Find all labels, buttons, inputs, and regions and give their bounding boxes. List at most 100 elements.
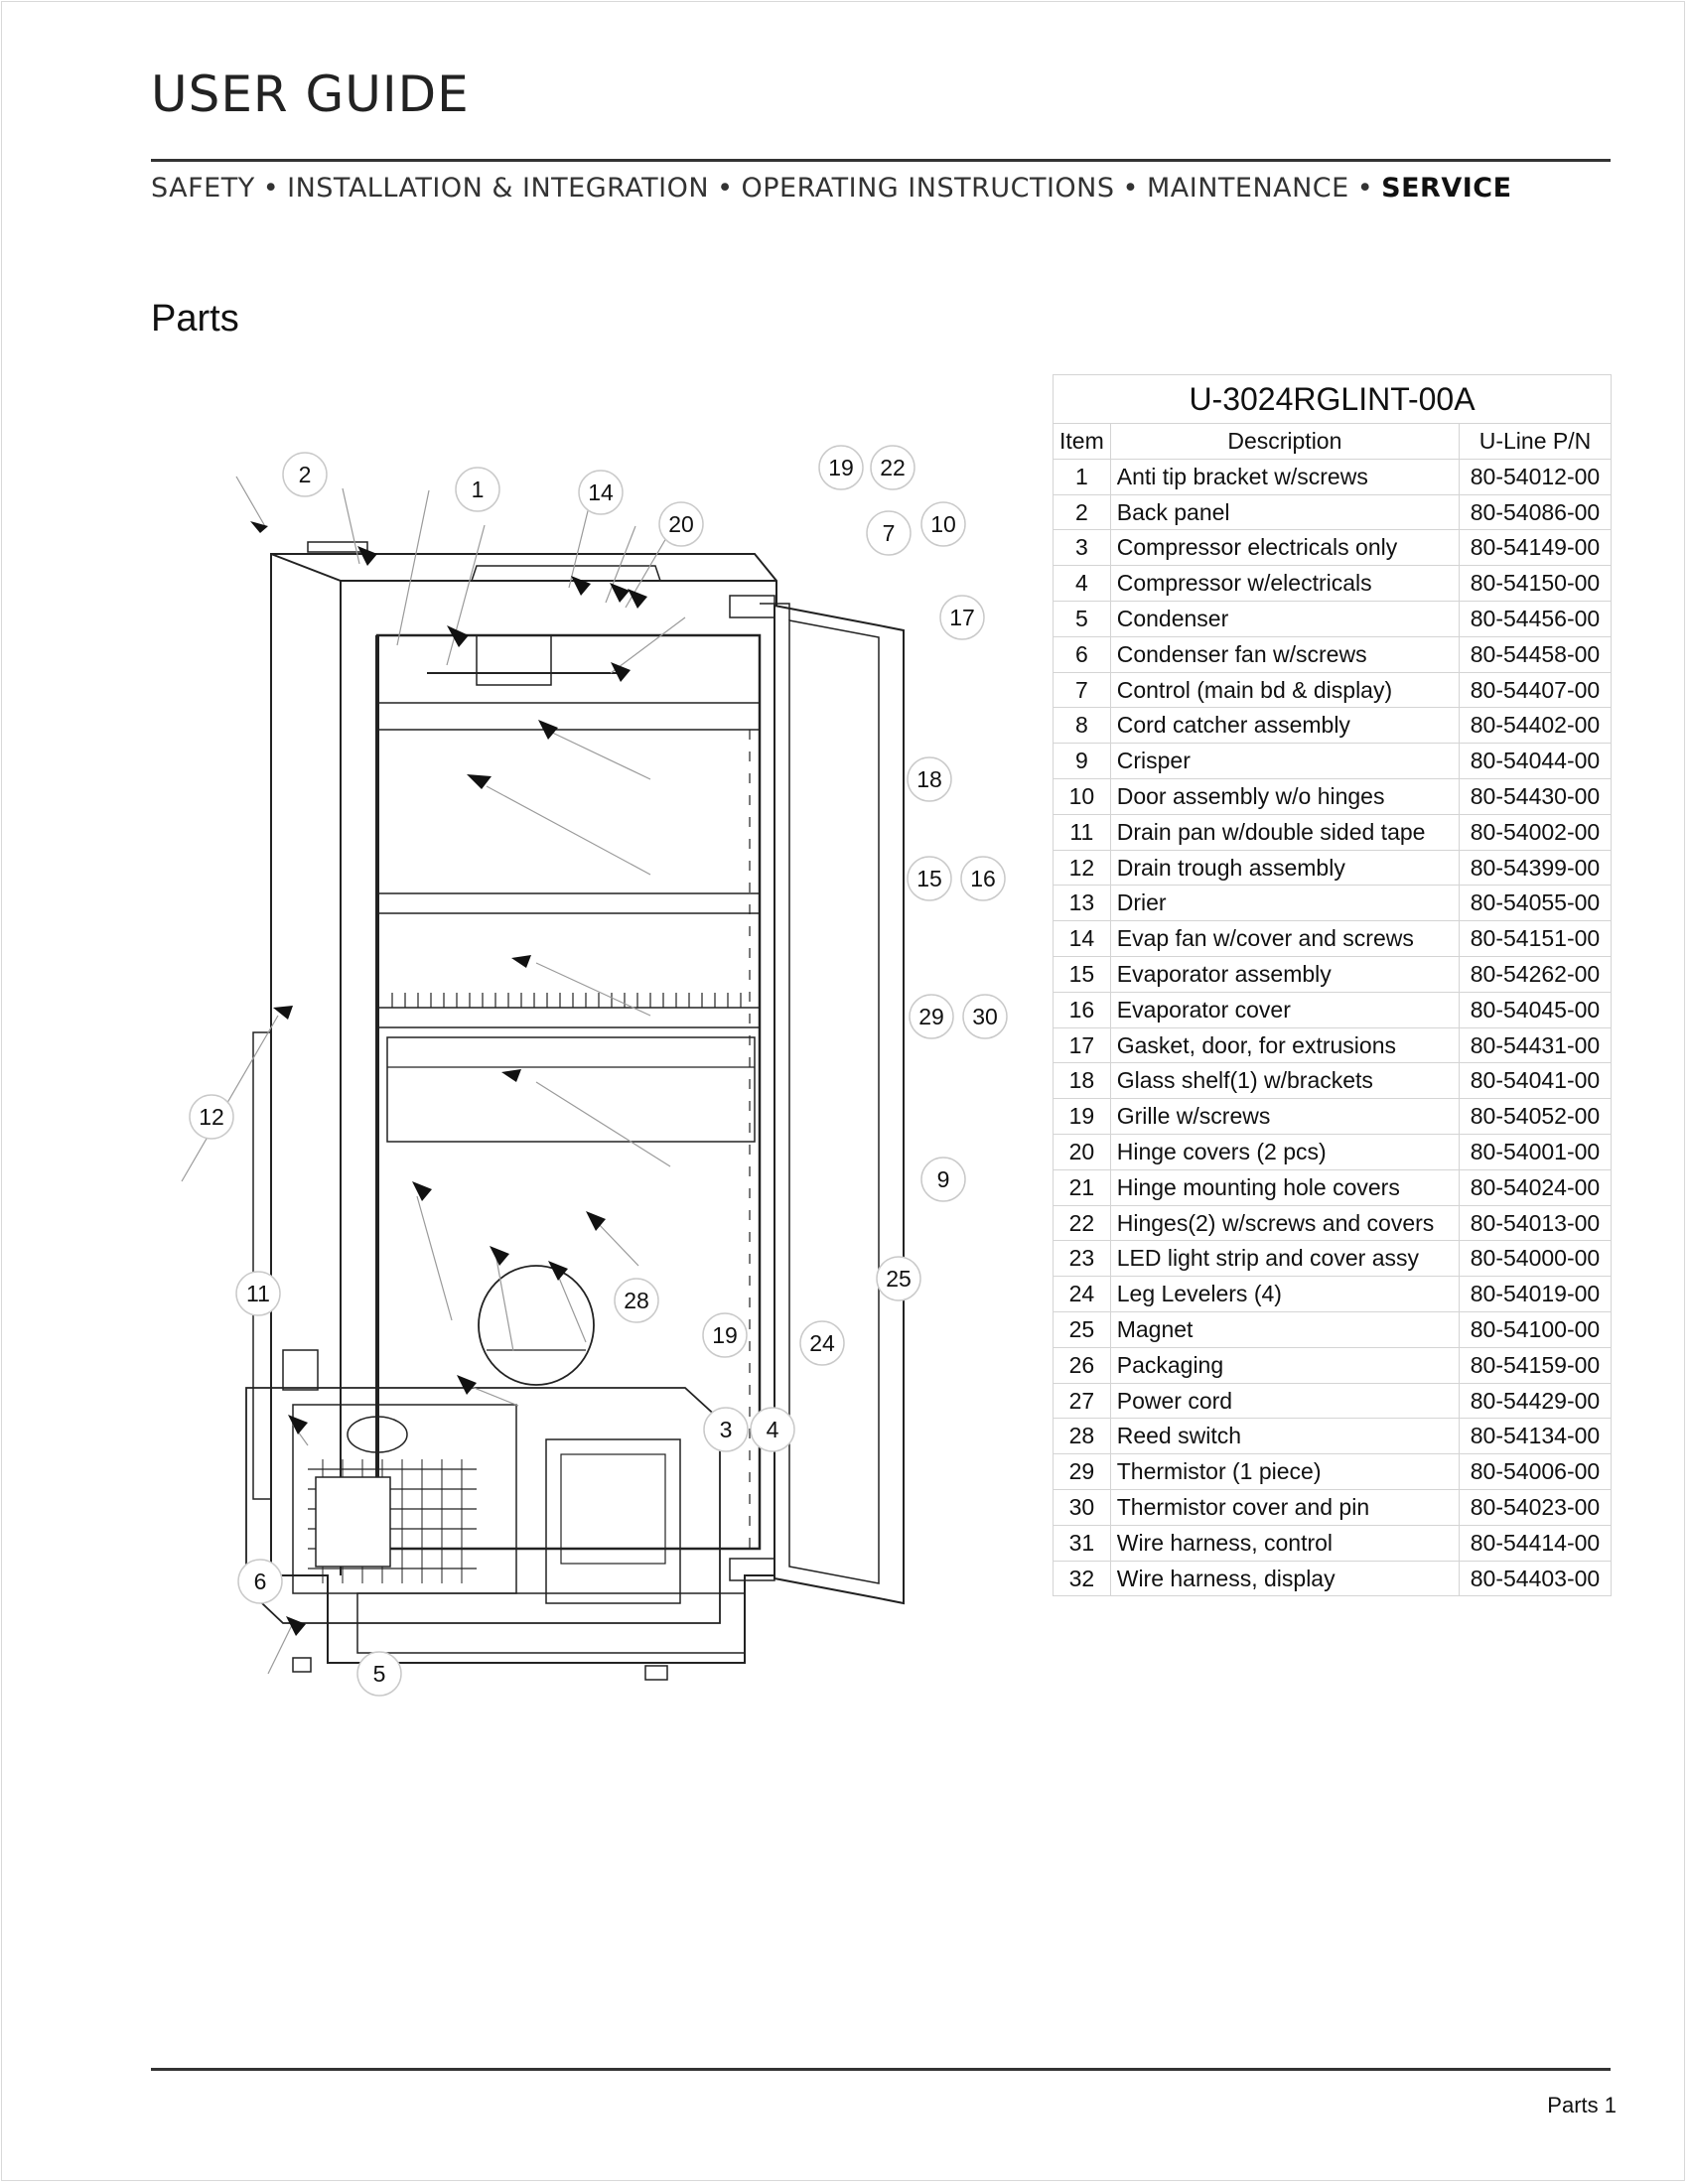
callout-label: 11 [246, 1281, 270, 1306]
callout-label: 10 [930, 511, 956, 537]
row-part-number: 80-54399-00 [1459, 849, 1612, 887]
row-description: Gasket, door, for extrusions [1109, 1026, 1461, 1064]
callout-label: 5 [373, 1661, 386, 1687]
callout-22: 22 [870, 445, 915, 490]
row-description: Power cord [1109, 1382, 1461, 1420]
callout-label: 3 [720, 1417, 733, 1442]
header-pn: U-Line P/N [1459, 423, 1612, 460]
row-item-number: 23 [1053, 1240, 1111, 1278]
row-item-number: 19 [1053, 1098, 1111, 1135]
row-part-number: 80-54134-00 [1459, 1418, 1612, 1455]
row-description: Drain pan w/double sided tape [1109, 813, 1461, 851]
callout-label: 9 [937, 1166, 950, 1192]
row-description: Hinge covers (2 pcs) [1109, 1133, 1461, 1170]
row-part-number: 80-54150-00 [1459, 565, 1612, 602]
row-item-number: 25 [1053, 1310, 1111, 1348]
callout-19: 19 [702, 1312, 748, 1358]
row-item-number: 29 [1053, 1453, 1111, 1490]
row-part-number: 80-54002-00 [1459, 813, 1612, 851]
nav-safety: SAFETY [151, 173, 255, 204]
row-part-number: 80-54151-00 [1459, 920, 1612, 957]
nav-maintenance: MAINTENANCE [1146, 173, 1349, 204]
footer-rule [151, 2068, 1611, 2071]
nav-separator: • [1356, 173, 1374, 204]
callout-label: 28 [624, 1288, 649, 1313]
row-item-number: 16 [1053, 991, 1111, 1028]
row-part-number: 80-54159-00 [1459, 1346, 1612, 1384]
row-description: Control (main bd & display) [1109, 671, 1461, 709]
nav-operating: OPERATING INSTRUCTIONS [741, 173, 1115, 204]
row-item-number: 26 [1053, 1346, 1111, 1384]
row-description: Packaging [1109, 1346, 1461, 1384]
callout-9: 9 [920, 1157, 966, 1202]
row-part-number: 80-54407-00 [1459, 671, 1612, 709]
row-part-number: 80-54001-00 [1459, 1133, 1612, 1170]
row-part-number: 80-54262-00 [1459, 955, 1612, 993]
section-title: Parts [151, 298, 239, 340]
row-part-number: 80-54044-00 [1459, 743, 1612, 779]
callout-label: 16 [970, 866, 996, 891]
row-description: Compressor electricals only [1109, 529, 1461, 567]
refrigerator-drawing [245, 541, 905, 1681]
row-description: Wire harness, control [1109, 1524, 1461, 1562]
row-description: Magnet [1109, 1310, 1461, 1348]
row-description: Thermistor cover and pin [1109, 1488, 1461, 1526]
callout-label: 22 [880, 455, 906, 480]
nav-service: SERVICE [1381, 173, 1512, 204]
row-description: Evap fan w/cover and screws [1109, 920, 1461, 957]
row-item-number: 32 [1053, 1560, 1111, 1597]
callout-4: 4 [750, 1407, 795, 1452]
callout-14: 14 [578, 470, 624, 515]
row-description: Hinges(2) w/screws and covers [1109, 1204, 1461, 1242]
callout-3: 3 [703, 1407, 749, 1452]
callout-label: 30 [972, 1004, 998, 1029]
row-description: Thermistor (1 piece) [1109, 1453, 1461, 1490]
table-header-row: Item Description U-Line P/N [1053, 423, 1612, 460]
callout-28: 28 [614, 1278, 659, 1323]
row-item-number: 10 [1053, 777, 1111, 815]
row-part-number: 80-54006-00 [1459, 1453, 1612, 1490]
callout-label: 19 [828, 455, 854, 480]
row-description: Evaporator cover [1109, 991, 1461, 1028]
row-item-number: 28 [1053, 1418, 1111, 1455]
row-part-number: 80-54414-00 [1459, 1524, 1612, 1562]
model-number: U-3024RGLINT-00A [1053, 374, 1612, 424]
row-item-number: 11 [1053, 813, 1111, 851]
callout-30: 30 [962, 994, 1008, 1039]
callout-15: 15 [907, 856, 952, 901]
callout-5: 5 [356, 1651, 402, 1697]
row-part-number: 80-54013-00 [1459, 1204, 1612, 1242]
callout-11: 11 [235, 1271, 281, 1316]
callout-label: 24 [809, 1330, 835, 1356]
row-part-number: 80-54041-00 [1459, 1062, 1612, 1100]
nav-separator: • [1122, 173, 1139, 204]
callout-label: 19 [712, 1322, 738, 1348]
row-item-number: 18 [1053, 1062, 1111, 1100]
callout-16: 16 [960, 856, 1006, 901]
callout-29: 29 [909, 994, 954, 1039]
callout-label: 25 [886, 1266, 912, 1292]
callout-label: 17 [949, 605, 975, 630]
header-description: Description [1109, 423, 1461, 460]
callout-label: 7 [883, 520, 896, 546]
callout-label: 29 [918, 1004, 944, 1029]
pointer-arrows [250, 521, 647, 1636]
row-description: Compressor w/electricals [1109, 565, 1461, 602]
header-item: Item [1053, 423, 1111, 460]
